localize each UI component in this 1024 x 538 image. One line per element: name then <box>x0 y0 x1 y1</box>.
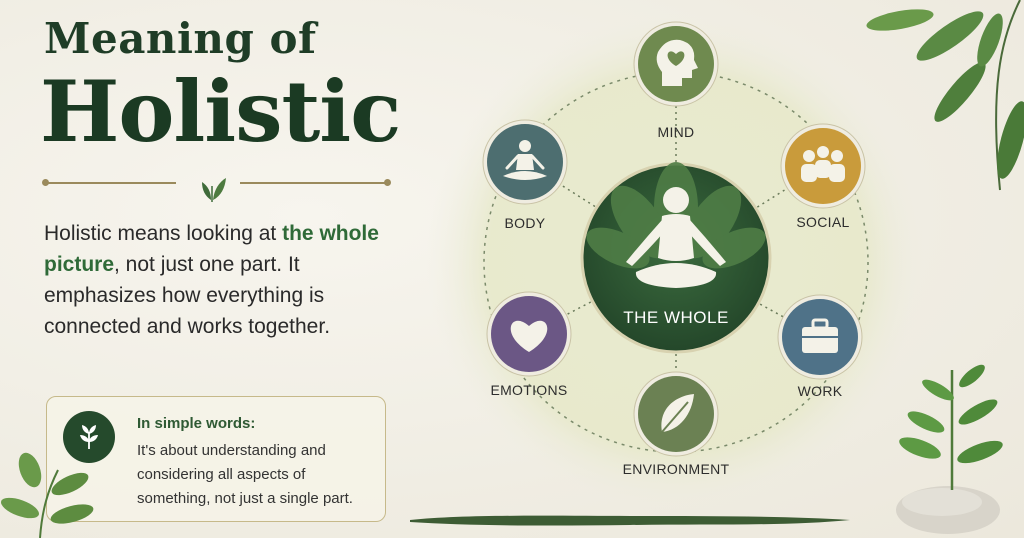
intro-text: Holistic means looking at the whole pict… <box>44 218 404 342</box>
yoga-person-icon <box>503 140 547 180</box>
node-label-work: WORK <box>798 383 843 399</box>
node-label-emotions: EMOTIONS <box>490 382 567 398</box>
intro-part2: , not just one part. It emphasizes how e… <box>44 253 331 338</box>
head-heart-icon <box>656 39 698 86</box>
title-line-2: Holistic <box>40 62 401 161</box>
node-social: SOCIAL <box>780 123 866 230</box>
center-label: THE WHOLE <box>623 308 729 327</box>
node-label-body: BODY <box>505 215 546 231</box>
leaves-top-right-icon <box>866 0 1024 191</box>
intro-part1: Holistic means looking at <box>44 222 283 245</box>
simple-words-text: It's about understanding and considering… <box>137 442 353 507</box>
node-emotions: EMOTIONS <box>486 291 572 398</box>
brush-stroke-decoration <box>410 515 850 526</box>
divider-dot-left <box>42 179 49 186</box>
simple-words-box: In simple words: It's about understandin… <box>46 396 386 522</box>
connector-emotions <box>564 301 592 317</box>
center-node: THE WHOLE <box>580 162 772 354</box>
plant-bottom-left-icon <box>1 452 94 538</box>
connector-social <box>756 186 790 208</box>
simple-words-heading: In simple words: <box>137 415 256 432</box>
node-work: WORK <box>777 294 863 399</box>
briefcase-icon <box>802 318 838 353</box>
holistic-diagram: THE WHOLE MIND SOCIAL WORK ENVIRONMENT EM… <box>426 12 926 512</box>
dotted-orbit <box>483 71 869 453</box>
intro-highlight: the whole picture <box>44 222 379 276</box>
node-environment: ENVIRONMENT <box>623 371 730 477</box>
sprout-divider-icon <box>202 178 226 202</box>
plant-stone-icon <box>896 364 1003 534</box>
node-label-environment: ENVIRONMENT <box>623 461 730 477</box>
divider-left <box>44 182 176 184</box>
meditating-person-icon <box>626 187 726 288</box>
title-line-1: Meaning of <box>44 14 317 63</box>
diagram-nodes: MIND SOCIAL WORK ENVIRONMENT EMOTIONS BOD… <box>482 21 866 477</box>
divider-right <box>240 182 386 184</box>
node-label-mind: MIND <box>658 124 695 140</box>
sprout-icon <box>63 411 115 463</box>
connector-lines <box>558 104 790 374</box>
connector-body <box>558 182 596 208</box>
divider-dot-right <box>384 179 391 186</box>
heart-icon <box>510 320 548 352</box>
node-label-social: SOCIAL <box>796 214 849 230</box>
group-people-icon <box>801 146 845 182</box>
leaf-icon <box>661 394 694 433</box>
node-body: BODY <box>482 119 568 231</box>
node-mind: MIND <box>633 21 719 140</box>
